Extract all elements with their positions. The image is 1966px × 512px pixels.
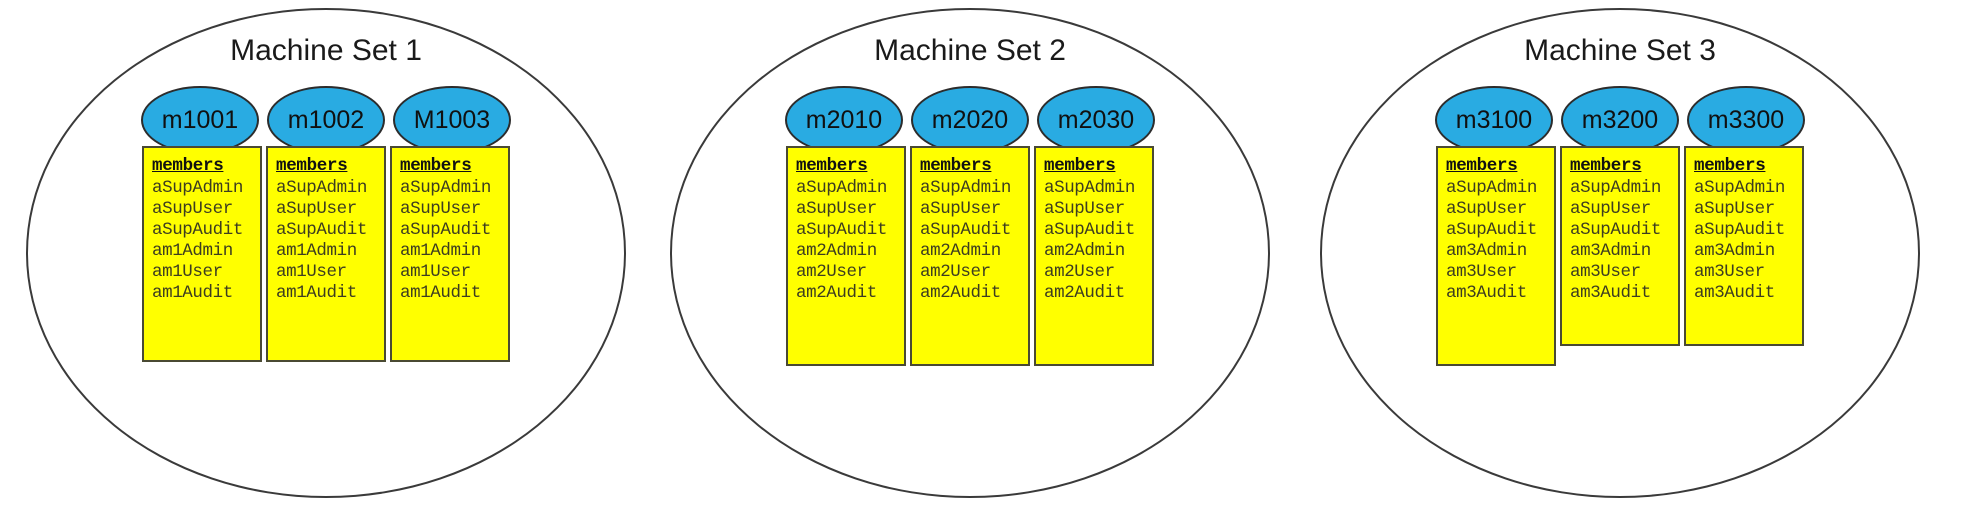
member-box-m2030[interactable]: members aSupAdmin aSupUser aSupAudit am2… xyxy=(1034,146,1154,366)
machine-node-m1001[interactable]: m1001 xyxy=(141,86,259,154)
member-item: aSupUser xyxy=(1044,199,1125,219)
member-item: am3Admin xyxy=(1570,241,1651,261)
member-item: am1Audit xyxy=(400,283,481,303)
member-item: aSupAdmin xyxy=(1446,178,1537,198)
member-item: am3User xyxy=(1570,262,1641,282)
member-item: am1Audit xyxy=(276,283,357,303)
member-item: aSupAdmin xyxy=(152,178,243,198)
member-box-row-1: members aSupAdmin aSupUser aSupAudit am1… xyxy=(142,146,510,362)
member-item: aSupUser xyxy=(1694,199,1775,219)
member-item: am2Audit xyxy=(796,283,877,303)
member-item: aSupAudit xyxy=(276,220,367,240)
machine-node-m3100[interactable]: m3100 xyxy=(1435,86,1553,154)
set-title-2: Machine Set 2 xyxy=(874,34,1066,67)
member-box-header: members xyxy=(1694,156,1766,176)
machine-node-m2010[interactable]: m2010 xyxy=(785,86,903,154)
member-item: am2Admin xyxy=(920,241,1001,261)
member-item: am1Audit xyxy=(152,283,233,303)
member-box-m2020[interactable]: members aSupAdmin aSupUser aSupAudit am2… xyxy=(910,146,1030,366)
member-item: aSupAdmin xyxy=(1694,178,1785,198)
member-item: am1User xyxy=(400,262,471,282)
member-item: am1User xyxy=(152,262,223,282)
member-item: aSupUser xyxy=(152,199,233,219)
machine-node-m2020[interactable]: m2020 xyxy=(911,86,1029,154)
member-box-M1003[interactable]: members aSupAdmin aSupUser aSupAudit am1… xyxy=(390,146,510,362)
member-box-m1002[interactable]: members aSupAdmin aSupUser aSupAudit am1… xyxy=(266,146,386,362)
machine-node-m1002[interactable]: m1002 xyxy=(267,86,385,154)
member-item: aSupAudit xyxy=(796,220,887,240)
member-item: aSupAdmin xyxy=(400,178,491,198)
member-item: am1Admin xyxy=(276,241,357,261)
member-item: aSupAudit xyxy=(1446,220,1537,240)
member-item: aSupUser xyxy=(276,199,357,219)
member-item: aSupUser xyxy=(1570,199,1651,219)
member-item: am1User xyxy=(276,262,347,282)
node-row-3: m3100 m3200 m3300 xyxy=(1435,86,1805,154)
member-item: am1Admin xyxy=(400,241,481,261)
machine-node-m3200[interactable]: m3200 xyxy=(1561,86,1679,154)
member-item: am2User xyxy=(920,262,991,282)
member-item: am2User xyxy=(796,262,867,282)
member-item: aSupUser xyxy=(920,199,1001,219)
member-item: aSupAudit xyxy=(152,220,243,240)
member-box-header: members xyxy=(796,156,868,176)
member-box-m3100[interactable]: members aSupAdmin aSupUser aSupAudit am3… xyxy=(1436,146,1556,366)
member-item: am3Audit xyxy=(1694,283,1775,303)
node-row-2: m2010 m2020 m2030 xyxy=(785,86,1155,154)
member-item: am3Admin xyxy=(1694,241,1775,261)
machine-node-M1003[interactable]: M1003 xyxy=(393,86,511,154)
member-item: aSupAdmin xyxy=(276,178,367,198)
member-box-header: members xyxy=(920,156,992,176)
member-item: am2Audit xyxy=(1044,283,1125,303)
member-item: aSupAudit xyxy=(1570,220,1661,240)
member-item: am3User xyxy=(1446,262,1517,282)
set-title-1: Machine Set 1 xyxy=(230,34,422,67)
member-item: am3Audit xyxy=(1446,283,1527,303)
member-item: aSupAudit xyxy=(400,220,491,240)
member-box-header: members xyxy=(1044,156,1116,176)
member-item: aSupAdmin xyxy=(1044,178,1135,198)
member-item: am3Audit xyxy=(1570,283,1651,303)
member-box-header: members xyxy=(152,156,224,176)
machine-set-group-2: Machine Set 2 m2010 m2020 m2030 members … xyxy=(670,8,1270,504)
set-boundary-ellipse-2 xyxy=(670,8,1270,498)
member-item: am2Admin xyxy=(1044,241,1125,261)
machine-node-m2030[interactable]: m2030 xyxy=(1037,86,1155,154)
member-box-m3200[interactable]: members aSupAdmin aSupUser aSupAudit am3… xyxy=(1560,146,1680,346)
set-boundary-ellipse-3 xyxy=(1320,8,1920,498)
member-item: am2Admin xyxy=(796,241,877,261)
set-boundary-ellipse-1 xyxy=(26,8,626,498)
node-row-1: m1001 m1002 M1003 xyxy=(141,86,511,154)
member-box-header: members xyxy=(400,156,472,176)
machine-set-group-3: Machine Set 3 m3100 m3200 m3300 members … xyxy=(1320,8,1920,504)
member-item: am1Admin xyxy=(152,241,233,261)
member-box-header: members xyxy=(276,156,348,176)
member-item: am2Audit xyxy=(920,283,1001,303)
member-item: aSupAudit xyxy=(920,220,1011,240)
member-item: am3Admin xyxy=(1446,241,1527,261)
member-item: aSupAudit xyxy=(1044,220,1135,240)
member-item: aSupUser xyxy=(796,199,877,219)
member-item: aSupAdmin xyxy=(920,178,1011,198)
member-item: aSupUser xyxy=(1446,199,1527,219)
machine-node-m3300[interactable]: m3300 xyxy=(1687,86,1805,154)
member-box-row-3: members aSupAdmin aSupUser aSupAudit am3… xyxy=(1436,146,1804,366)
set-title-3: Machine Set 3 xyxy=(1524,34,1716,67)
member-item: aSupAdmin xyxy=(796,178,887,198)
member-item: aSupAdmin xyxy=(1570,178,1661,198)
member-box-header: members xyxy=(1446,156,1518,176)
member-box-m1001[interactable]: members aSupAdmin aSupUser aSupAudit am1… xyxy=(142,146,262,362)
member-item: aSupUser xyxy=(400,199,481,219)
member-item: aSupAudit xyxy=(1694,220,1785,240)
member-box-row-2: members aSupAdmin aSupUser aSupAudit am2… xyxy=(786,146,1154,366)
member-item: am3User xyxy=(1694,262,1765,282)
member-box-header: members xyxy=(1570,156,1642,176)
member-box-m2010[interactable]: members aSupAdmin aSupUser aSupAudit am2… xyxy=(786,146,906,366)
member-item: am2User xyxy=(1044,262,1115,282)
machine-set-group-1: Machine Set 1 m1001 m1002 M1003 members … xyxy=(26,8,626,504)
member-box-m3300[interactable]: members aSupAdmin aSupUser aSupAudit am3… xyxy=(1684,146,1804,346)
